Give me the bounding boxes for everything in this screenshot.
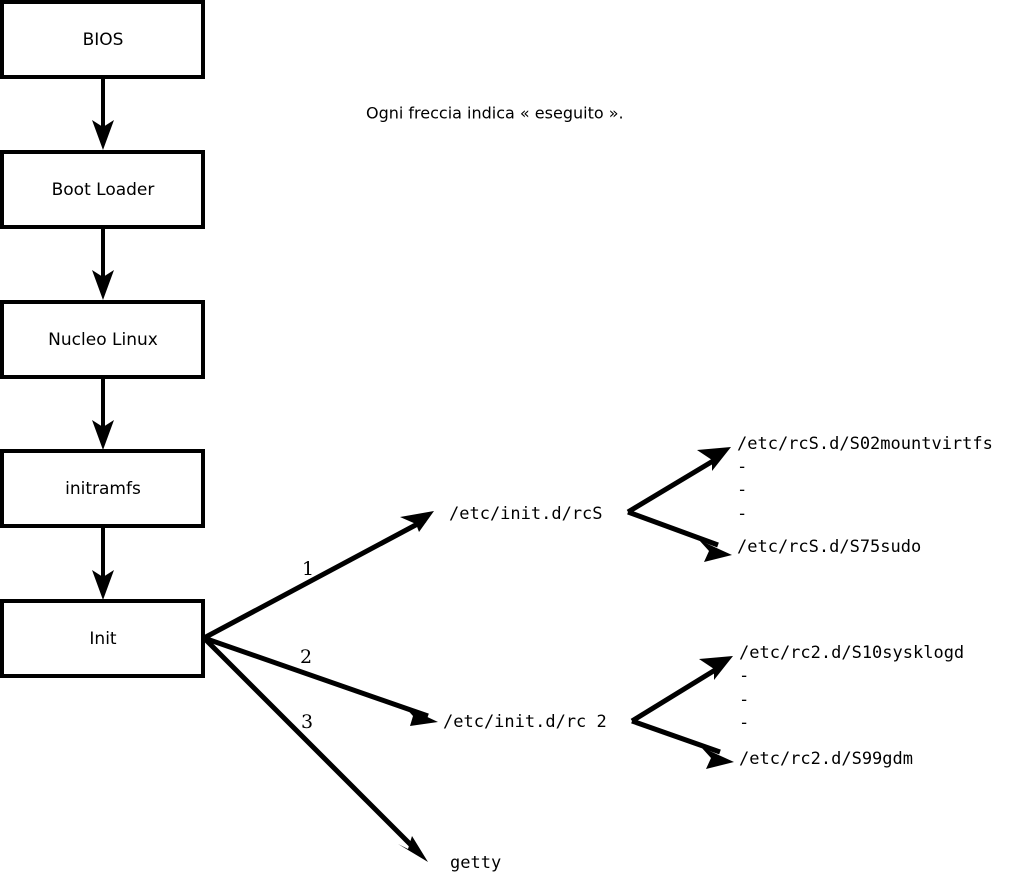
rcs-script-first: /etc/rcS.d/S02mountvirtfs bbox=[737, 434, 993, 454]
branch-line-rcs-first bbox=[626, 455, 720, 515]
arrow-head-init-rc2 bbox=[404, 706, 438, 726]
rc2-ellipsis-dash-1: - bbox=[739, 666, 749, 686]
branch-line-rc2-last bbox=[631, 718, 721, 755]
diagram-note: Ogni freccia indica « eseguito ». bbox=[366, 104, 624, 123]
arrow-head-initramfs-init bbox=[92, 570, 114, 600]
stage-node-initramfs: initramfs bbox=[0, 449, 205, 528]
edge-number-3: 3 bbox=[301, 711, 313, 733]
branch-target-rcs: /etc/init.d/rcS bbox=[449, 504, 603, 524]
stage-label-bios: BIOS bbox=[83, 30, 124, 50]
branch-line-rcs-last bbox=[627, 509, 719, 548]
stage-node-nucleo-linux: Nucleo Linux bbox=[0, 300, 205, 379]
stage-box-bios bbox=[0, 0, 205, 79]
stage-label-initramfs: initramfs bbox=[65, 479, 141, 499]
rc2-script-last: /etc/rc2.d/S99gdm bbox=[739, 749, 913, 769]
arrow-head-init-rcs bbox=[400, 511, 434, 532]
arrow-head-rcs-last bbox=[699, 540, 732, 562]
arrow-head-kernel-initramfs bbox=[92, 420, 114, 450]
fan-line-init-rcs bbox=[202, 517, 427, 641]
rcs-ellipsis-dash-1: - bbox=[737, 457, 747, 477]
arrow-head-bios-bootloader bbox=[92, 120, 114, 150]
flow-arrow-bios-to-bootloader bbox=[92, 77, 114, 150]
stage-node-bios: BIOS bbox=[0, 0, 205, 79]
branch-target-rc2: /etc/init.d/rc 2 bbox=[443, 712, 607, 732]
rcs-ellipsis-dash-3: - bbox=[737, 504, 747, 524]
rcs-script-last: /etc/rcS.d/S75sudo bbox=[737, 537, 921, 557]
edge-number-1: 1 bbox=[302, 558, 314, 580]
arrow-head-init-getty bbox=[398, 836, 428, 862]
arrow-head-rcs-first bbox=[697, 447, 731, 471]
branch-target-getty: getty bbox=[450, 853, 501, 873]
rc2-ellipsis-dash-3: - bbox=[739, 713, 749, 733]
rcs-ellipsis-dash-2: - bbox=[737, 480, 747, 500]
rcs-script-fan bbox=[626, 447, 732, 562]
flow-arrow-initramfs-to-init bbox=[92, 526, 114, 600]
init-branch-1: 1 bbox=[202, 511, 434, 641]
stage-box-boot-loader bbox=[0, 150, 205, 229]
stage-label-init: Init bbox=[89, 629, 117, 649]
stage-node-boot-loader: Boot Loader bbox=[0, 150, 205, 229]
stage-label-boot-loader: Boot Loader bbox=[52, 180, 155, 200]
arrow-head-rc2-last bbox=[701, 747, 734, 769]
flow-arrow-kernel-to-initramfs bbox=[92, 377, 114, 450]
arrow-head-rc2-first bbox=[699, 656, 733, 680]
init-branch-3: 3 bbox=[202, 636, 428, 862]
rc2-ellipsis-dash-2: - bbox=[739, 690, 749, 710]
arrow-head-bootloader-kernel bbox=[92, 270, 114, 300]
branch-line-rc2-first bbox=[630, 664, 722, 724]
stage-node-init: Init bbox=[0, 599, 205, 678]
rc2-script-first: /etc/rc2.d/S10sysklogd bbox=[739, 643, 964, 663]
flow-arrow-bootloader-to-kernel bbox=[92, 227, 114, 300]
rc2-script-fan bbox=[630, 656, 734, 769]
stage-box-init bbox=[0, 599, 205, 678]
edge-number-2: 2 bbox=[300, 646, 312, 668]
init-branch-2: 2 bbox=[203, 635, 438, 726]
stage-label-nucleo-linux: Nucleo Linux bbox=[48, 330, 158, 350]
fan-line-init-rc2 bbox=[203, 635, 429, 719]
stage-box-nucleo-linux bbox=[0, 300, 205, 379]
fan-line-init-getty bbox=[202, 636, 418, 852]
